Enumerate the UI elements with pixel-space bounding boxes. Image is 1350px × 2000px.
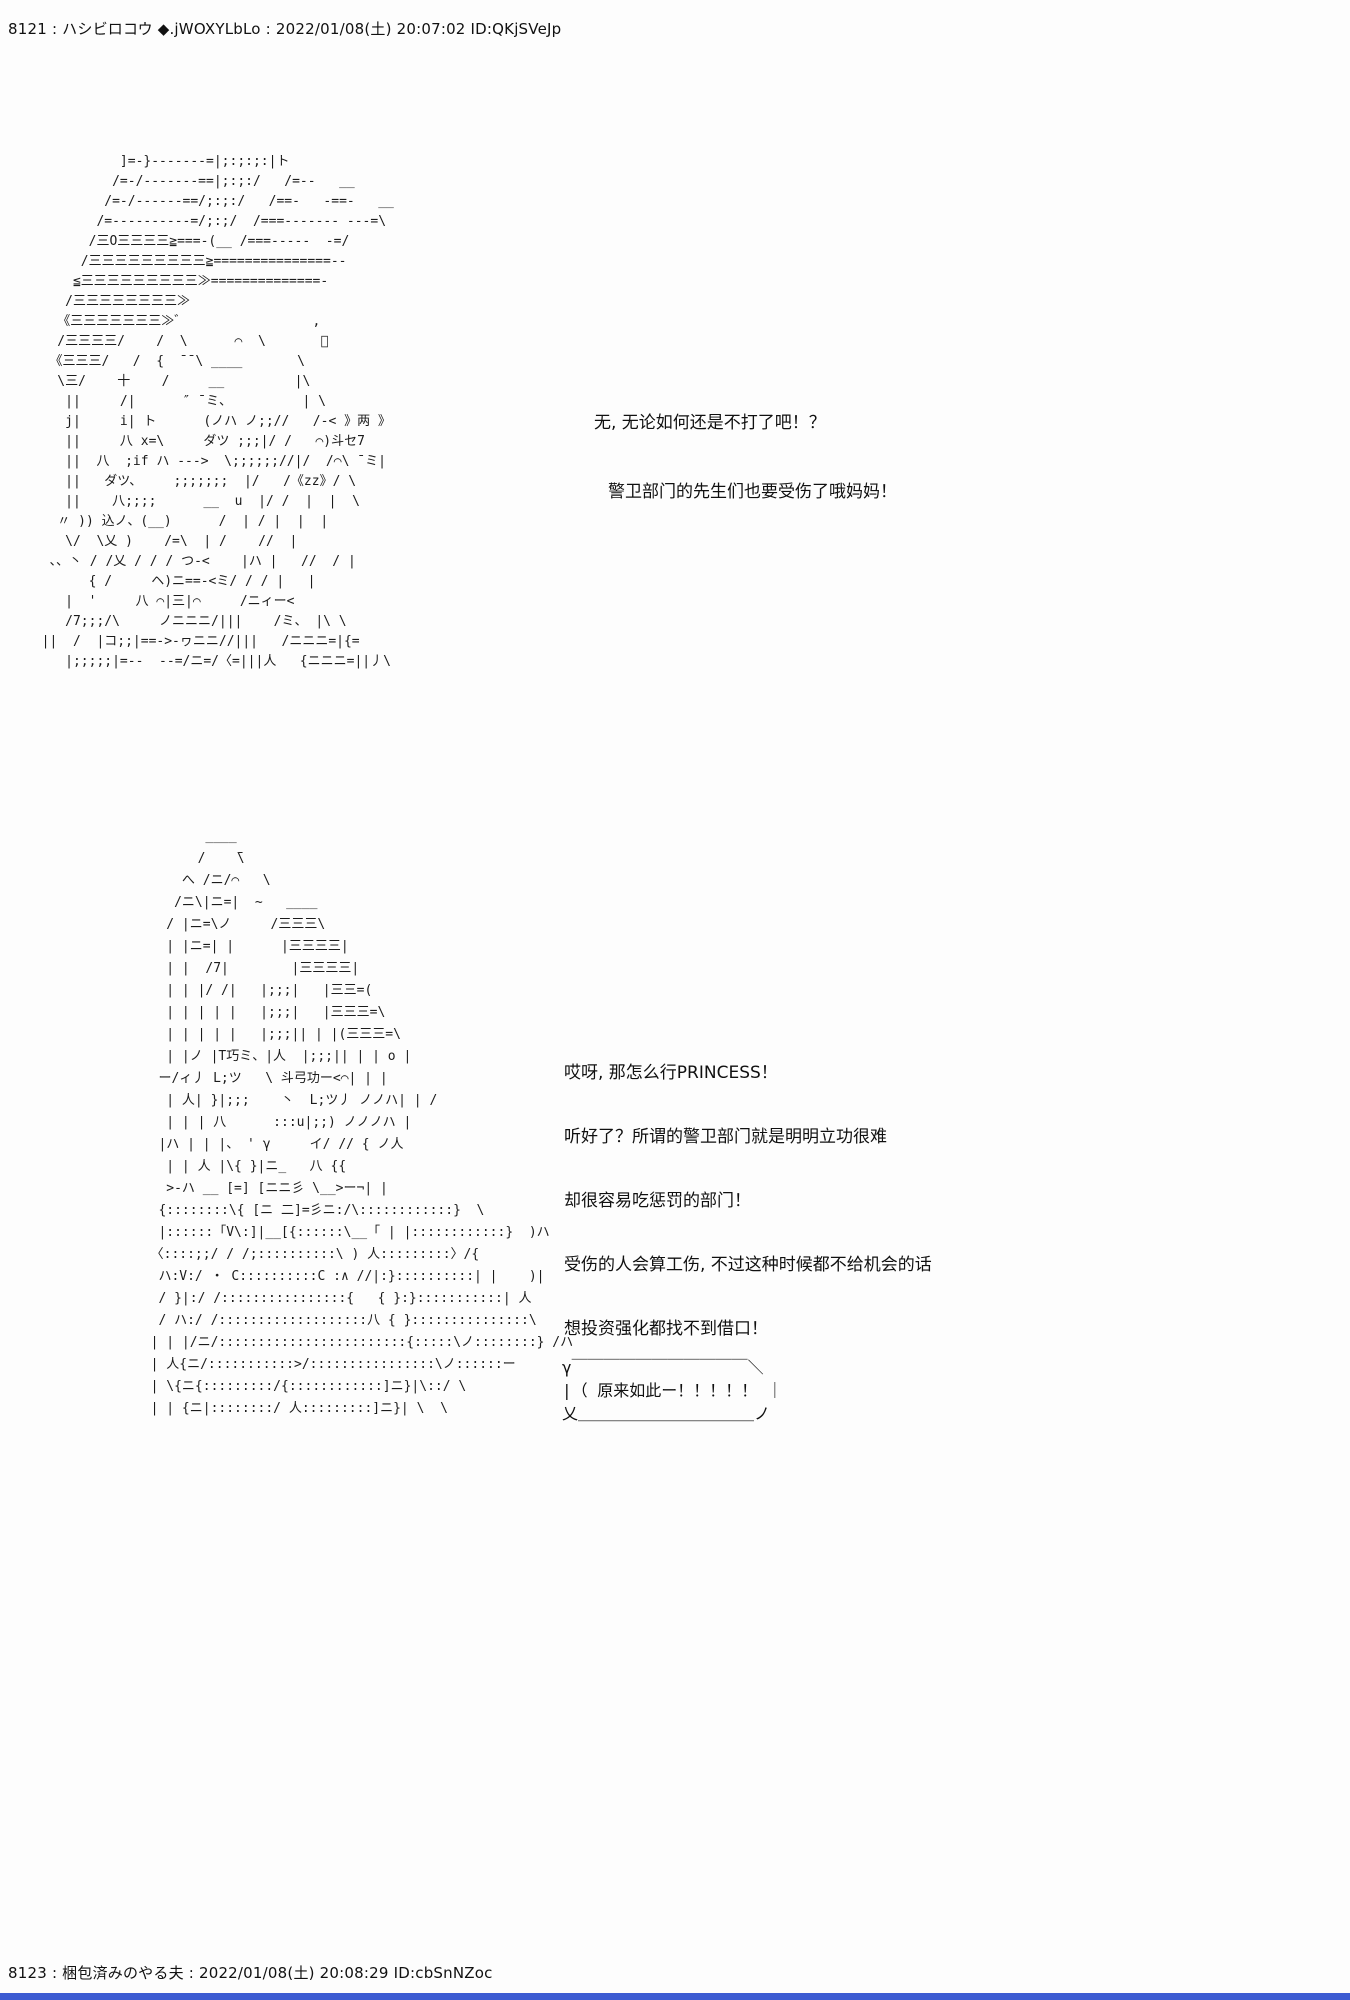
- dialogue-block-1: 无, 无论如何还是不打了吧！？ 警卫部门的先生们也要受伤了哦妈妈！: [594, 408, 897, 502]
- speech-bubble: γ￣￣￣￣￣￣￣￣￣￣￣＼ |（ 原来如此ー！！！！！ ｜ 乂＿＿＿＿＿＿＿＿＿…: [562, 1358, 783, 1423]
- dialogue-line: 想投资强化都找不到借口！: [564, 1319, 768, 1339]
- post-header-text: 8121 : ハシビロコウ ◆.jWOXYLbLo : 2022/01/08(土…: [8, 20, 562, 38]
- dialogue-line: 听好了？所谓的警卫部门就是明明立功很难: [564, 1127, 887, 1147]
- post-header: 8121 : ハシビロコウ ◆.jWOXYLbLo : 2022/01/08(土…: [8, 18, 561, 39]
- ascii-art-character-1: ]=-}-------=|;:;:;:|ト /=-/-------==|;:;:…: [41, 154, 394, 669]
- dialogue-line: 却很容易吃惩罚的部门！: [564, 1191, 751, 1211]
- dialogue-line: 哎呀, 那怎么行PRINCESS！: [564, 1063, 778, 1083]
- next-post-header: 8123 : 梱包済みのやる夫 : 2022/01/08(土) 20:08:29…: [8, 1962, 493, 1983]
- ascii-art-character-2: ____ / ̄\ へ /ニ/⌒ \ /ニ\|ニ=| ~ ____ / |ニ=\…: [150, 829, 574, 1416]
- dialogue-block-2: 哎呀, 那怎么行PRINCESS！ 听好了？所谓的警卫部门就是明明立功很难 却很…: [564, 1062, 932, 1341]
- dialogue-line: 受伤的人会算工伤, 不过这种时候都不给机会的话: [564, 1255, 932, 1275]
- dialogue-line: 无, 无论如何还是不打了吧！？: [594, 413, 826, 433]
- next-post-header-text: 8123 : 梱包済みのやる夫 : 2022/01/08(土) 20:08:29…: [8, 1964, 493, 1982]
- bottom-accent-bar: [0, 1993, 1350, 2000]
- dialogue-line: 警卫部门的先生们也要受伤了哦妈妈！: [608, 482, 897, 502]
